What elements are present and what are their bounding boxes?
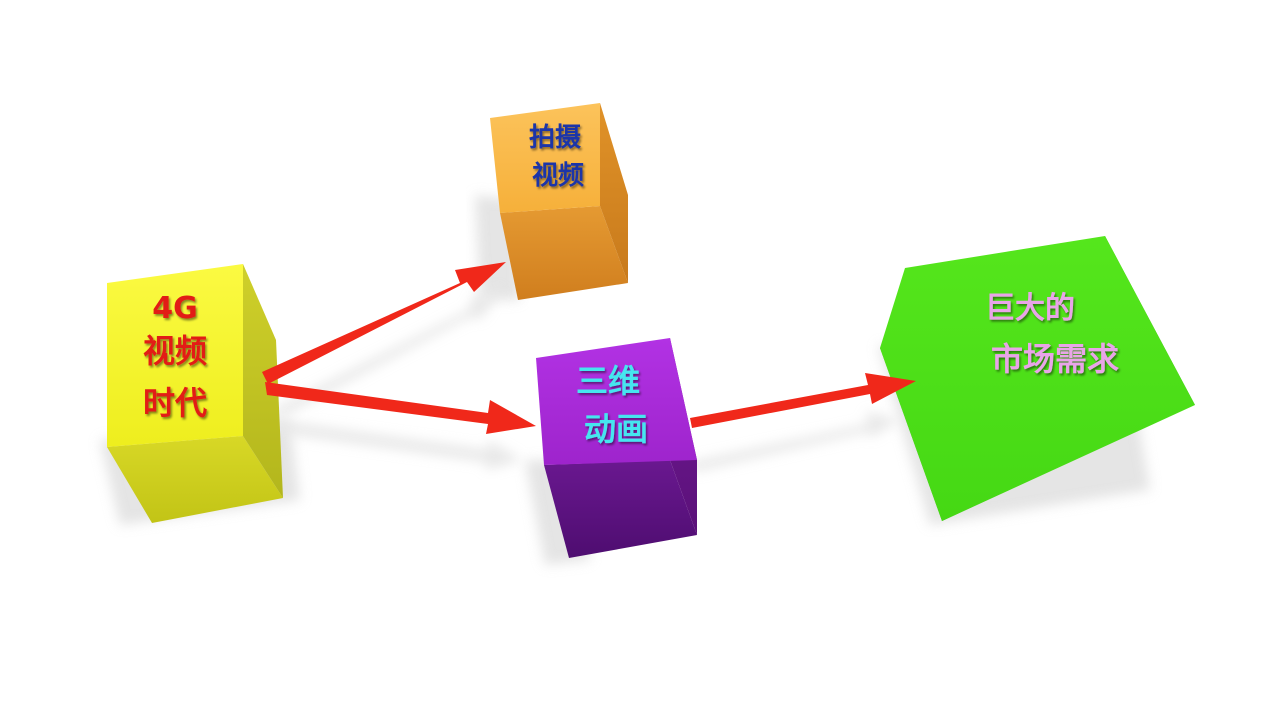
box-era-label-line-3: 时代 [143,384,207,422]
box-market-front-face [880,236,1195,521]
box-4g-era: 4G 视频 时代 [107,264,283,523]
arrow-era-to-shoot [262,262,506,384]
box-anim-bottom-face [544,460,697,558]
box-shoot-front-face [490,103,600,213]
box-shoot-side-face [600,103,628,283]
box-era-label-line-1: 4G [152,291,198,326]
box-shoot-label-line-1: 拍摄 [529,123,582,153]
box-anim-front-face [536,338,697,465]
box-shoot-video: 拍摄 视频 [490,103,628,300]
box-era-label-line-2: 视频 [143,332,207,370]
box-era-side-face [243,264,283,498]
shadow-arrow-era-shoot [272,290,500,418]
box-3d-animation: 三维 动画 [536,338,697,558]
arrows [262,262,916,434]
box-anim-label-line-1: 三维 [576,362,640,400]
box-shoot-bottom-face [500,206,628,300]
box-anim-label-line-2: 动画 [584,410,648,448]
box-market-label-line-2: 市场需求 [991,340,1119,378]
box-era-front-face [107,264,243,447]
shadow-arrow-era-anim [272,420,522,470]
box-market-demand: 巨大的 市场需求 [880,236,1195,521]
box-shoot-label-line-2: 视频 [532,161,584,191]
arrow-era-to-anim [265,382,536,434]
box-market-label-line-1: 巨大的 [985,291,1075,326]
arrow-anim-to-market [690,373,916,428]
box-era-bottom-face [107,436,283,523]
shadow-arrow-anim-market [690,412,900,472]
